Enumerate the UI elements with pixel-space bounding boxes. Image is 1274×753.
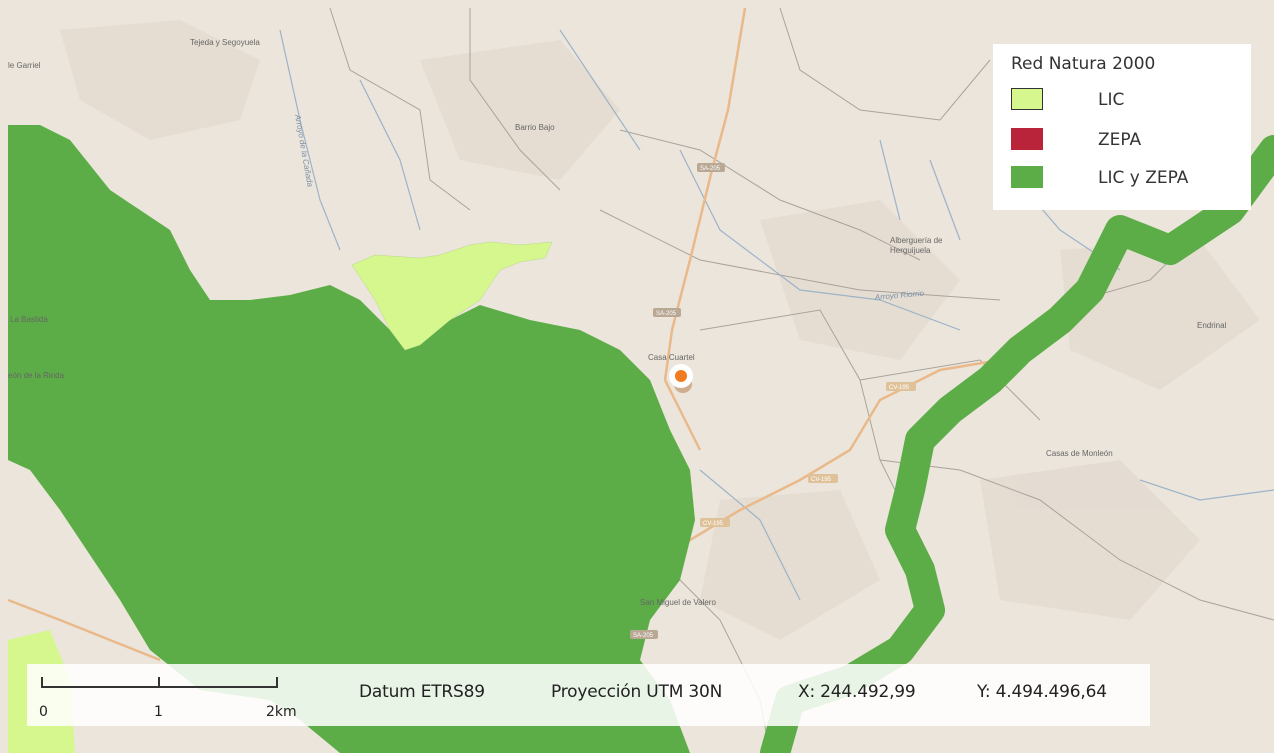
place-barrio-bajo: Barrio Bajo	[515, 123, 555, 132]
place-la-bastida: La Bastida	[10, 315, 48, 324]
streams	[279, 29, 1274, 601]
road-shields: SA-205 SA-205 SA-205 CV-195 CV-195 CV-19…	[630, 163, 916, 639]
scale-label-2: 2km	[266, 704, 297, 720]
road-label-sa205-b: SA-205	[656, 311, 677, 317]
legend-swatch-zepa	[1011, 128, 1043, 150]
legend-item-zepa: ZEPA	[1011, 128, 1241, 152]
road-label-sa205-c: SA-205	[633, 633, 654, 639]
x-coordinate: X: 244.492,99	[798, 682, 916, 702]
legend-title: Red Natura 2000	[1011, 54, 1156, 74]
legend-label-zepa: ZEPA	[1098, 130, 1142, 150]
scale-label-1: 1	[154, 704, 163, 720]
legend-item-lic-zepa: LIC y ZEPA	[1011, 166, 1241, 190]
place-casa-cuartel: Casa Cuartel	[648, 353, 695, 362]
legend-swatch-lic	[1011, 88, 1043, 110]
scale-bar-tick-2	[276, 677, 278, 688]
scale-bar-tick-0	[41, 677, 43, 688]
place-endrinal: Endrinal	[1197, 321, 1227, 330]
place-alberguera: Alberguería de	[890, 236, 943, 245]
place-rinconada: eón de la Rinda	[8, 371, 65, 380]
lic-zepa-corridor-east	[760, 135, 1274, 753]
location-marker[interactable]	[669, 364, 693, 393]
road-label-cv195-b: CV-195	[811, 477, 832, 483]
y-coordinate: Y: 4.494.496,64	[977, 682, 1107, 702]
road-label-sa205-a: SA-205	[700, 166, 721, 172]
datum-label: Datum ETRS89	[359, 682, 485, 702]
place-tejeda: Tejeda y Segoyuela	[190, 38, 260, 47]
place-san-miguel: San Miguel de Valero	[640, 598, 716, 607]
legend-swatch-lic-zepa	[1011, 166, 1043, 188]
place-garriel: le Garriel	[8, 61, 41, 70]
stream-label-east: Arroyo Riorrio	[873, 289, 924, 302]
scale-label-0: 0	[39, 704, 48, 720]
place-casas-monleon: Casas de Monleón	[1046, 449, 1113, 458]
scale-info-panel: 0 1 2km Datum ETRS89 Proyección UTM 30N …	[27, 664, 1150, 726]
legend-label-lic: LIC	[1098, 90, 1125, 110]
scale-bar-tick-1	[158, 677, 160, 688]
place-herguijuela: Herguijuela	[890, 246, 931, 255]
road-label-cv195-a: CV-195	[889, 385, 910, 391]
legend: Red Natura 2000 LIC ZEPA LIC y ZEPA	[993, 44, 1251, 210]
projection-label: Proyección UTM 30N	[551, 682, 723, 702]
lic-area-north	[351, 241, 553, 351]
legend-item-lic: LIC	[1011, 88, 1241, 112]
road-label-cv195-c: CV-195	[703, 521, 724, 527]
lic-zepa-area-west	[8, 125, 695, 753]
legend-label-lic-zepa: LIC y ZEPA	[1098, 168, 1189, 188]
